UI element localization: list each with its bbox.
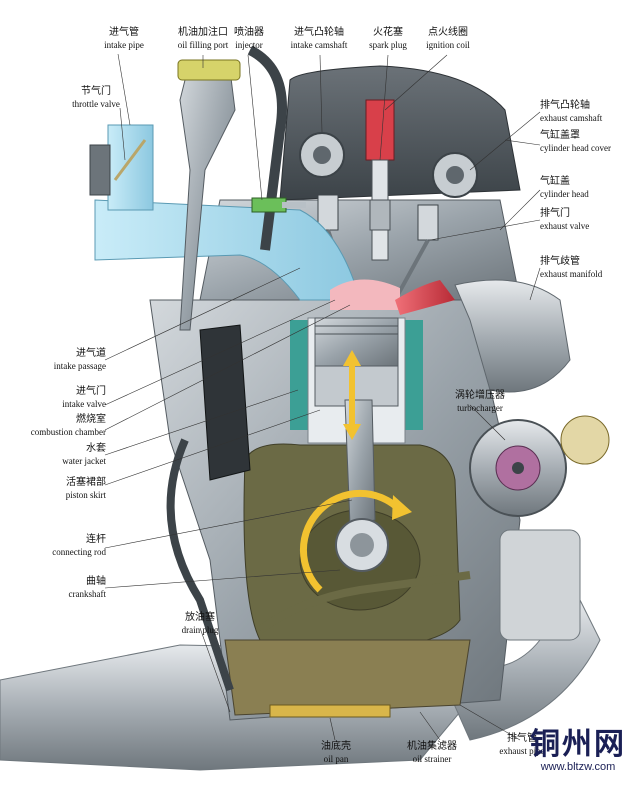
label-intake-valve-en: intake valve (62, 399, 106, 409)
label-oil-strainer: 机油集滤器 oil strainer (395, 741, 469, 765)
label-cylinder-head-cover: 气缸盖罩 cylinder head cover (540, 130, 638, 154)
label-exhaust-manifold: 排气歧管 exhaust manifold (540, 256, 636, 280)
exhaust-camshaft (432, 152, 478, 198)
watermark-url: www.bltzw.com (540, 761, 616, 773)
intake-camshaft (299, 132, 345, 178)
label-exhaust-pipe-en: exhaust pipe (499, 746, 545, 756)
label-oil-strainer-en: oil strainer (412, 754, 452, 764)
combustion-chamber (330, 279, 400, 310)
label-intake-camshaft-en: intake camshaft (290, 40, 348, 50)
turbocharger (469, 415, 610, 641)
label-oil-filling-port-zh: 机油加注口 (178, 27, 228, 38)
label-throttle-valve: 节气门 throttle valve (64, 86, 128, 110)
oil-strainer-pipe (257, 571, 471, 634)
label-injector: 喷油器 injector (226, 27, 272, 51)
piston-motion-arrow (343, 350, 361, 440)
oil-filler-neck (177, 59, 241, 331)
label-intake-camshaft: 进气凸轮轴 intake camshaft (272, 27, 366, 51)
label-exhaust-valve-zh: 排气门 (540, 208, 570, 219)
label-cylinder-head-cover-en: cylinder head cover (540, 143, 611, 153)
label-water-jacket-en: water jacket (62, 456, 106, 466)
label-cylinder-head: 气缸盖 cylinder head (540, 176, 636, 200)
label-crankshaft-zh: 曲轴 (86, 576, 106, 587)
label-throttle-valve-zh: 节气门 (81, 86, 111, 97)
label-turbocharger-en: turbocharger (457, 403, 503, 413)
label-piston-skirt: 活塞裙部 piston skirt (4, 477, 106, 501)
exhaust-valve-assembly (393, 204, 439, 301)
label-exhaust-manifold-zh: 排气歧管 (540, 256, 580, 267)
label-intake-pipe-en: intake pipe (104, 40, 144, 50)
label-exhaust-camshaft-zh: 排气凸轮轴 (540, 100, 590, 111)
spark-plug (369, 159, 391, 261)
label-exhaust-valve: 排气门 exhaust valve (540, 208, 636, 232)
label-turbocharger-zh: 涡轮增压器 (455, 390, 505, 401)
intake-pipe (107, 124, 154, 211)
label-intake-passage-en: intake passage (53, 361, 106, 371)
label-exhaust-pipe: 排气管 exhaust pipe (488, 733, 556, 757)
label-exhaust-camshaft-en: exhaust camshaft (540, 113, 603, 123)
label-injector-zh: 喷油器 (234, 27, 264, 38)
label-exhaust-manifold-en: exhaust manifold (540, 269, 603, 279)
label-cylinder-head-zh: 气缸盖 (540, 176, 570, 187)
label-intake-pipe: 进气管 intake pipe (93, 27, 155, 51)
ignition-coil (365, 99, 395, 161)
label-drain-plug: 放油塞 drain plug (170, 612, 230, 636)
timing-cover (199, 324, 251, 481)
watermark: 铜州网 www.bltzw.com (530, 719, 626, 773)
label-ignition-coil-zh: 点火线圈 (428, 27, 468, 38)
watermark-brand: 铜州网 (530, 727, 626, 762)
label-oil-pan-en: oil pan (323, 754, 349, 764)
label-intake-valve: 进气门 intake valve (4, 386, 106, 410)
label-combustion-chamber: 燃烧室 combustion chamber (4, 414, 106, 438)
fuel-injector (251, 197, 306, 213)
label-ignition-coil: 点火线圈 ignition coil (414, 27, 482, 51)
label-oil-strainer-zh: 机油集滤器 (407, 741, 457, 752)
exhaust-port (395, 280, 455, 315)
throttle-body (89, 144, 111, 196)
label-water-jacket-zh: 水套 (86, 443, 106, 454)
label-throttle-valve-en: throttle valve (72, 99, 120, 109)
label-combustion-chamber-zh: 燃烧室 (76, 414, 106, 425)
label-drain-plug-zh: 放油塞 (185, 612, 215, 623)
label-exhaust-camshaft: 排气凸轮轴 exhaust camshaft (540, 100, 636, 124)
label-combustion-chamber-en: combustion chamber (30, 427, 106, 437)
exhaust-manifold (454, 279, 571, 393)
label-oil-pan: 油底壳 oil pan (308, 741, 364, 765)
label-oil-pan-zh: 油底壳 (321, 741, 351, 752)
label-spark-plug-zh: 火花塞 (373, 27, 403, 38)
label-cylinder-head-en: cylinder head (540, 189, 589, 199)
label-connecting-rod-zh: 连杆 (86, 534, 106, 545)
label-intake-camshaft-zh: 进气凸轮轴 (294, 27, 344, 38)
label-crankshaft: 曲轴 crankshaft (4, 576, 106, 600)
label-piston-skirt-zh: 活塞裙部 (66, 477, 106, 488)
leader-lines (104, 53, 541, 741)
rotation-arrow (299, 489, 412, 593)
label-spark-plug-en: spark plug (369, 40, 407, 50)
label-exhaust-pipe-zh: 排气管 (507, 733, 537, 744)
label-turbocharger: 涡轮增压器 turbocharger (440, 390, 520, 414)
oil-pan-body (224, 639, 471, 718)
label-cylinder-head-cover-zh: 气缸盖罩 (540, 130, 580, 141)
label-connecting-rod: 连杆 connecting rod (4, 534, 106, 558)
oil-hose (247, 45, 287, 251)
label-intake-pipe-zh: 进气管 (109, 27, 139, 38)
water-jacket-walls (290, 320, 423, 430)
label-water-jacket: 水套 water jacket (4, 443, 106, 467)
label-piston-skirt-en: piston skirt (65, 490, 106, 500)
oil-return-hose (166, 438, 234, 692)
label-spark-plug: 火花塞 spark plug (358, 27, 418, 51)
piston (314, 317, 399, 407)
label-injector-en: injector (235, 40, 263, 50)
label-oil-filling-port-en: oil filling port (177, 40, 229, 50)
label-ignition-coil-en: ignition coil (426, 40, 470, 50)
label-exhaust-valve-en: exhaust valve (540, 221, 590, 231)
label-intake-valve-zh: 进气门 (76, 386, 106, 397)
label-crankshaft-en: crankshaft (68, 589, 106, 599)
label-intake-passage: 进气道 intake passage (4, 348, 106, 372)
label-drain-plug-en: drain plug (181, 625, 219, 635)
label-intake-passage-zh: 进气道 (76, 348, 106, 359)
label-connecting-rod-en: connecting rod (52, 547, 106, 557)
label-oil-filling-port: 机油加注口 oil filling port (155, 27, 251, 51)
